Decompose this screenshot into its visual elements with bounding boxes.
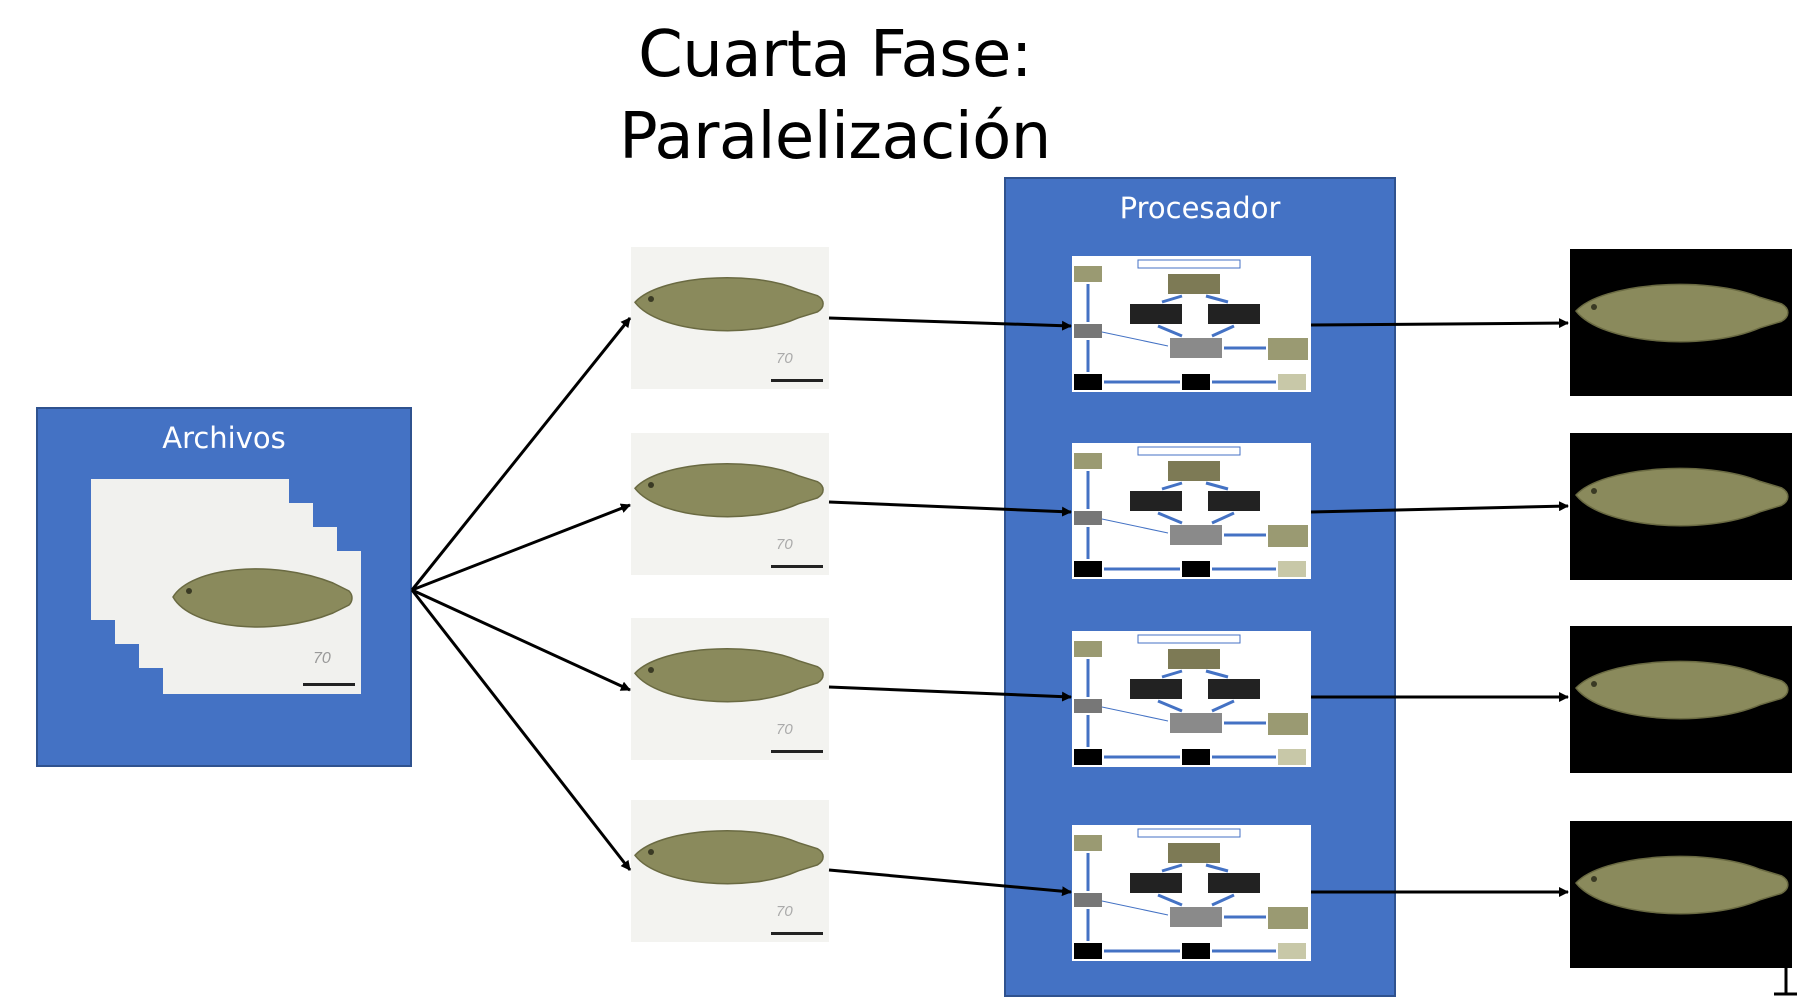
fish-photo-number: 70 — [776, 721, 793, 738]
to-processor-arrow-3 — [828, 685, 1072, 702]
segmented-fish-2 — [1570, 433, 1792, 580]
title-line-2: Paralelización — [619, 100, 1051, 174]
to-output-arrow-2 — [1310, 501, 1569, 514]
file-stack-image-4: 70 — [163, 551, 361, 694]
file-stack-number: 70 — [313, 650, 331, 667]
pipeline-diagram-4 — [1072, 825, 1311, 961]
fish-photo-number: 70 — [776, 350, 793, 367]
slide-title: Cuarta Fase: Paralelización — [500, 14, 1170, 178]
fan-out-arrow-2 — [411, 503, 631, 592]
segmented-fish-3 — [1570, 626, 1792, 773]
procesador-label: Procesador — [1119, 191, 1281, 225]
fish-photo-2: 70 — [631, 433, 829, 575]
fan-out-arrow-1 — [410, 317, 632, 591]
fish-photo-3: 70 — [631, 618, 829, 760]
fan-out-arrow-4 — [410, 589, 632, 871]
fish-photo-4: 70 — [631, 800, 829, 942]
fish-photo-1: 70 — [631, 247, 829, 389]
to-processor-arrow-2 — [828, 500, 1072, 517]
archivos-label: Archivos — [162, 421, 286, 455]
segmented-fish-4 — [1570, 821, 1792, 968]
fish-photo-number: 70 — [776, 903, 793, 920]
to-processor-arrow-4 — [828, 868, 1072, 897]
corner-fragment — [1774, 964, 1797, 996]
segmented-fish-1 — [1570, 249, 1792, 396]
pipeline-diagram-3 — [1072, 631, 1311, 767]
to-output-arrow-1 — [1310, 318, 1569, 329]
title-line-1: Cuarta Fase: — [638, 18, 1032, 92]
fish-photo-number: 70 — [776, 536, 793, 553]
to-processor-arrow-1 — [828, 316, 1072, 331]
fan-out-arrow-3 — [411, 588, 631, 692]
pipeline-diagram-1 — [1072, 256, 1311, 392]
pipeline-diagram-2 — [1072, 443, 1311, 579]
